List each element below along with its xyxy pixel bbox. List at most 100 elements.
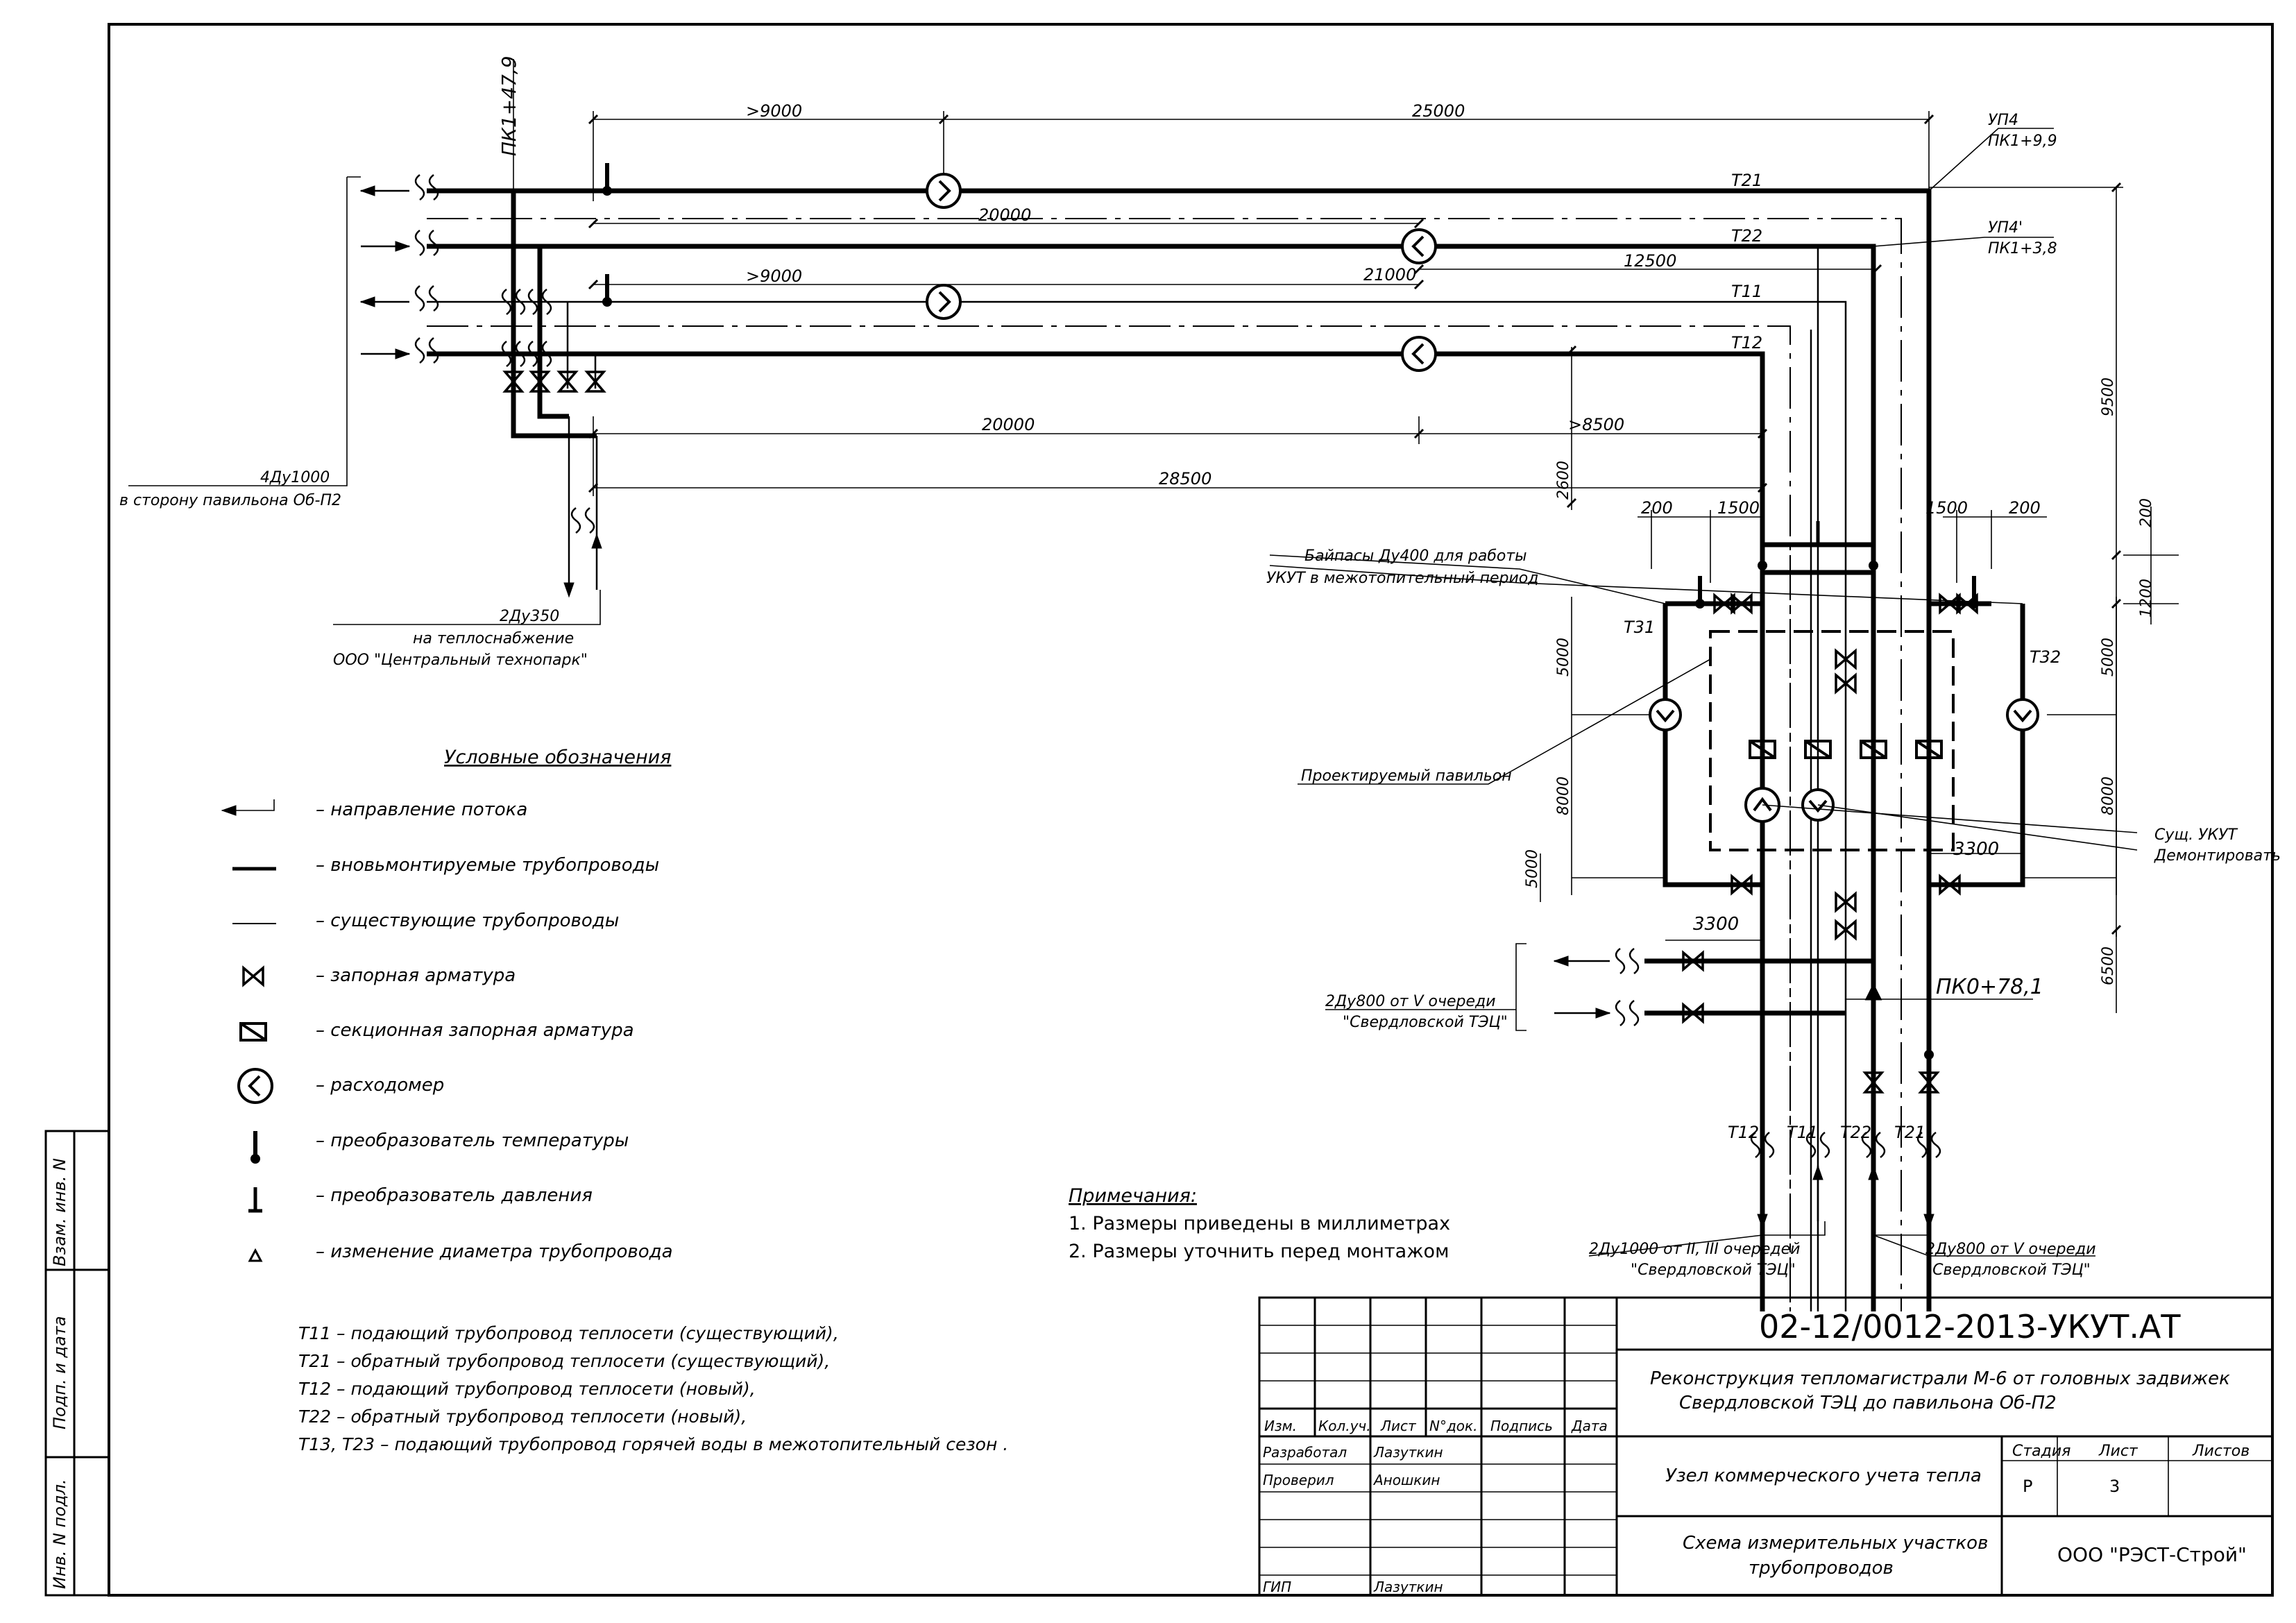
dim-6500: 6500	[2100, 946, 2117, 985]
gate-valve-icon	[242, 967, 264, 986]
bottom-t22-label: Т22	[1840, 1123, 1871, 1142]
tec-v2-label-1: 2Ду800 от V очереди	[1925, 1241, 2096, 1258]
up4p-label: УП4'	[1988, 219, 2023, 237]
role-name: Аношкин	[1372, 1472, 1440, 1488]
dim-20000-b: 20000	[982, 415, 1035, 434]
stage-header: Стадия	[2012, 1443, 2070, 1460]
tec-v2-label-2: "Свердловской ТЭЦ"	[1925, 1261, 2091, 1279]
tec-v-label-1: 2Ду800 от V очереди	[1325, 993, 1496, 1010]
legend-item-text: – изменение диаметра трубопровода	[316, 1241, 673, 1262]
sheet-value: 3	[2109, 1477, 2120, 1496]
flow-direction-arrow-icon	[221, 799, 275, 816]
dim-9000-b: >9000	[746, 266, 802, 286]
drawing-labels: ПК1+47,9 >9000 25000 Т21 20000 Т22 12500…	[119, 56, 2281, 1279]
dim-5000-b: 5000	[1524, 849, 1541, 888]
pipe-note: Т21 – обратный трубопровод теплосети (су…	[298, 1351, 830, 1371]
stage-value: Р	[2023, 1477, 2032, 1496]
notes-title: Примечания:	[1069, 1185, 1197, 1207]
project-title-1: Реконструкция тепломагистрали М-6 от гол…	[1650, 1368, 2230, 1389]
heat-supply-label-1: 2Ду350	[500, 608, 559, 625]
legend-item-text: – преобразователь давления	[316, 1185, 593, 1206]
stamp-vzam-label: Взам. инв. N	[50, 1158, 69, 1266]
header-izm: Изм.	[1264, 1418, 1297, 1434]
role-label: Разработал	[1263, 1444, 1347, 1461]
to-pavilion-label-2: в сторону павильона Об-П2	[119, 492, 341, 509]
bottom-t12-label: Т12	[1728, 1123, 1759, 1142]
dim-21000: 21000	[1363, 265, 1416, 284]
dim-5000-l: 5000	[1555, 638, 1572, 677]
drawing-frame	[44, 23, 2274, 1597]
legend-item-text: – секционная запорная арматура	[316, 1020, 634, 1041]
company-name: ООО "РЭСТ-Строй"	[2057, 1543, 2247, 1566]
legend-item-text: – существующие трубопроводы	[316, 910, 619, 931]
bottom-t21-label: Т21	[1894, 1123, 1925, 1142]
header-ndok: N°док.	[1429, 1418, 1477, 1434]
dim-1200: 1200	[2138, 579, 2155, 618]
heat-supply-label-3: ООО "Центральный технопарк"	[333, 652, 588, 669]
dim-200-v: 200	[2138, 498, 2155, 527]
header-list: Лист	[1380, 1418, 1417, 1434]
drawing-code: 02-12/0012-2013-УКУТ.АТ	[1759, 1308, 2181, 1345]
note-item: 2. Размеры уточнить перед монтажом	[1069, 1241, 1449, 1262]
sheet-title-2: трубопроводов	[1749, 1558, 1894, 1579]
pipe-note: Т22 – обратный трубопровод теплосети (но…	[298, 1407, 747, 1427]
pipe-note: Т12 – подающий трубопровод теплосети (но…	[298, 1379, 756, 1399]
pipe-note: Т11 – подающий трубопровод теплосети (су…	[298, 1323, 839, 1343]
dim-2600: 2600	[1555, 461, 1572, 500]
legend-item-text: – преобразователь температуры	[316, 1130, 629, 1151]
dim-1500-l: 1500	[1717, 498, 1760, 518]
header-kol: Кол.уч.	[1318, 1418, 1371, 1434]
header-data: Дата	[1571, 1418, 1608, 1434]
pipe-t22-label: Т22	[1731, 226, 1762, 246]
pipe-t31-label: Т31	[1624, 618, 1655, 637]
heat-supply-label-2: на теплоснабжение	[413, 630, 574, 647]
sheet-title-1: Схема измерительных участков	[1683, 1533, 1988, 1554]
pk0-label: ПК0+78,1	[1936, 975, 2043, 999]
dim-20000-a: 20000	[978, 205, 1031, 225]
dim-28500: 28500	[1159, 469, 1211, 488]
ukut-label-2: Демонтировать	[2154, 847, 2281, 865]
pavilion-schematic	[1269, 345, 2138, 1311]
temperature-sensor-icon	[250, 1131, 260, 1164]
dim-200-r: 200	[2009, 498, 2041, 518]
dim-12500: 12500	[1624, 251, 1676, 271]
pipe-t12-label: Т12	[1731, 333, 1762, 352]
tec-23-label-1: 2Ду1000 от II, III очередей	[1589, 1241, 1800, 1258]
flowmeter-icon	[237, 1068, 273, 1104]
stamp-podp-label: Подп. и дата	[50, 1316, 69, 1430]
dim-8500: >8500	[1568, 415, 1624, 434]
dim-3300-l: 3300	[1693, 914, 1739, 935]
dim-3300-r: 3300	[1953, 839, 1999, 860]
dim-5000-r: 5000	[2100, 638, 2117, 677]
project-title-2: Свердловской ТЭЦ до павильона Об-П2	[1679, 1393, 2057, 1413]
title-block	[1258, 1296, 2274, 1597]
pipe-t11-label: Т11	[1731, 282, 1762, 301]
dim-1500-r: 1500	[1925, 498, 1968, 518]
legend-title: Условные обозначения	[444, 747, 671, 768]
pipe-t21-label: Т21	[1731, 171, 1762, 190]
tec-v-label-2: "Свердловской ТЭЦ"	[1343, 1014, 1508, 1031]
main-pipeline-schematic	[128, 59, 2179, 1311]
legend-item-text: – расходомер	[316, 1075, 444, 1096]
ukut-label-1: Сущ. УКУТ	[2154, 826, 2238, 844]
header-podp: Подпись	[1490, 1418, 1553, 1434]
bypass-label-1: Байпасы Ду400 для работы	[1304, 547, 1527, 565]
role-label: Проверил	[1263, 1472, 1334, 1488]
up4-pk-label: ПК1+9,9	[1988, 133, 2057, 150]
dim-9000-a: >9000	[746, 101, 802, 121]
role-name: Лазуткин	[1373, 1444, 1443, 1461]
object-title: Узел коммерческого учета тепла	[1665, 1465, 1982, 1486]
station-pk1-label: ПК1+47,9	[498, 56, 520, 156]
pavilion-label: Проектируемый павильон	[1301, 767, 1512, 785]
dim-8000-l: 8000	[1555, 776, 1572, 815]
pressure-sensor-icon	[248, 1187, 262, 1211]
to-pavilion-label-1: 4Ду1000	[260, 469, 330, 486]
dim-9500: 9500	[2100, 377, 2117, 416]
note-item: 1. Размеры приведены в миллиметрах	[1069, 1213, 1450, 1234]
diameter-change-icon	[248, 1248, 263, 1262]
bypass-label-2: УКУТ в межотопительный период	[1266, 570, 1538, 587]
up4-label: УП4	[1988, 112, 2018, 129]
dim-25000: 25000	[1412, 101, 1465, 121]
pipe-note: Т13, Т23 – подающий трубопровод горячей …	[298, 1434, 1008, 1454]
tec-23-label-2: "Свердловской ТЭЦ"	[1631, 1261, 1796, 1279]
